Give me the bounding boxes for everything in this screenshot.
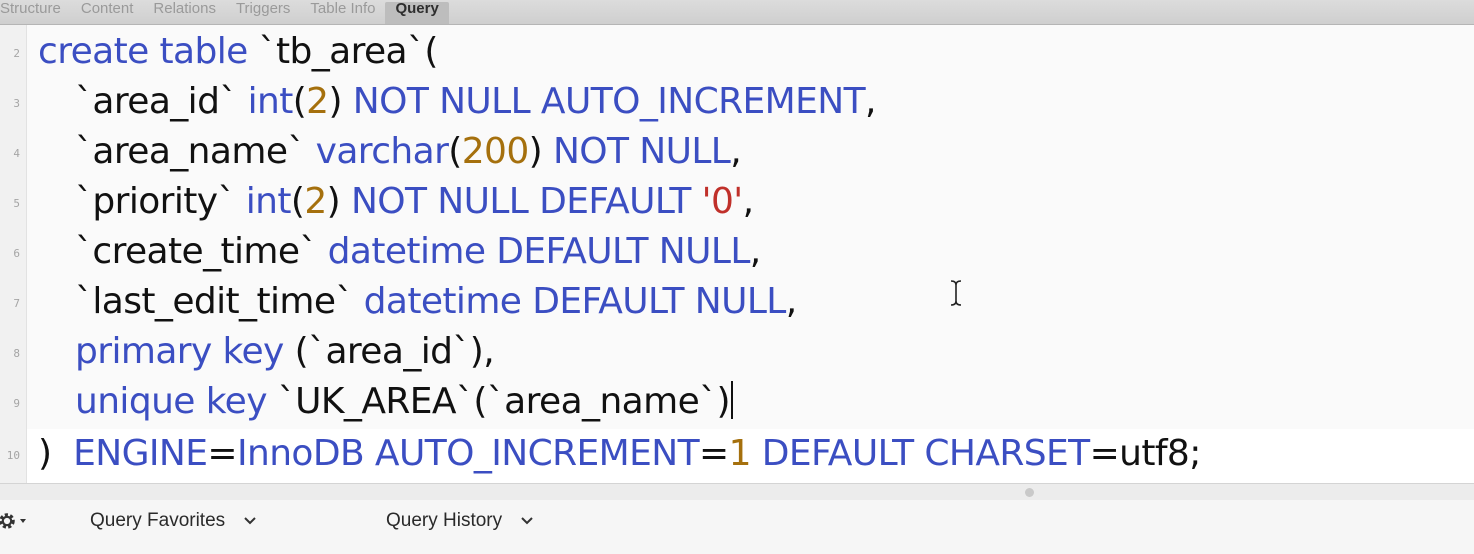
text-cursor-icon bbox=[950, 280, 962, 306]
code-token: DEFAULT CHARSET bbox=[761, 433, 1090, 474]
code-text[interactable]: `last_edit_time` datetime DEFAULT NULL, bbox=[75, 281, 797, 323]
code-token: varchar bbox=[315, 131, 449, 172]
code-text[interactable]: primary key (`area_id`), bbox=[75, 331, 495, 373]
code-token: ENGINE bbox=[73, 433, 208, 474]
code-text[interactable]: `area_id` int(2) NOT NULL AUTO_INCREMENT… bbox=[75, 81, 876, 123]
code-text[interactable]: unique key `UK_AREA`(`area_name`) bbox=[75, 381, 733, 423]
code-line: 10) ENGINE=InnoDB AUTO_INCREMENT=1 DEFAU… bbox=[0, 429, 1474, 479]
code-token: ( bbox=[292, 81, 307, 122]
caret-down-icon bbox=[20, 519, 26, 523]
code-text[interactable]: `create_time` datetime DEFAULT NULL, bbox=[75, 231, 761, 273]
code-text[interactable]: `area_name` varchar(200) NOT NULL, bbox=[75, 131, 742, 173]
pane-splitter[interactable] bbox=[0, 483, 1474, 501]
code-token: ) bbox=[528, 131, 553, 172]
code-token: 2 bbox=[306, 81, 329, 122]
gear-menu-button[interactable] bbox=[0, 509, 36, 533]
code-token: , bbox=[742, 181, 754, 222]
code-line: 2 create table `tb_area`( bbox=[0, 27, 1474, 77]
code-token: int bbox=[245, 181, 292, 222]
query-favorites-button[interactable]: Query Favorites bbox=[90, 508, 257, 534]
tab-relations[interactable]: Relations bbox=[153, 0, 216, 17]
line-number: 8 bbox=[13, 347, 20, 360]
code-line: 4 `area_name` varchar(200) NOT NULL, bbox=[0, 127, 1474, 177]
code-token: unique key bbox=[75, 381, 278, 422]
code-token: primary key bbox=[75, 331, 295, 372]
code-token: `last_edit_time` bbox=[75, 281, 364, 322]
code-token: datetime DEFAULT NULL bbox=[327, 231, 751, 272]
code-token: ) bbox=[328, 81, 353, 122]
code-token: 200 bbox=[461, 131, 530, 172]
tab-table-info[interactable]: Table Info bbox=[310, 0, 376, 17]
code-token: `area_name` bbox=[75, 131, 316, 172]
code-token: 2 bbox=[304, 181, 327, 222]
code-token: `create_time` bbox=[75, 231, 328, 272]
code-token: 1 bbox=[728, 433, 752, 474]
code-line: 5 `priority` int(2) NOT NULL DEFAULT '0', bbox=[0, 177, 1474, 227]
code-line: 9 unique key `UK_AREA`(`area_name`) bbox=[0, 377, 1474, 427]
query-history-label: Query History bbox=[386, 510, 503, 531]
tab-query[interactable]: Query bbox=[385, 1, 449, 24]
code-token: , bbox=[865, 81, 876, 122]
code-token: (`area_id`), bbox=[294, 331, 495, 372]
line-number: 6 bbox=[13, 247, 20, 260]
query-history-button[interactable]: Query History bbox=[386, 508, 534, 534]
code-text[interactable]: ) ENGINE=InnoDB AUTO_INCREMENT=1 DEFAULT… bbox=[38, 433, 1201, 475]
code-token: `UK_AREA`(`area_name`) bbox=[277, 381, 731, 422]
code-line: 6 `create_time` datetime DEFAULT NULL, bbox=[0, 227, 1474, 277]
code-token: ( bbox=[290, 181, 305, 222]
text-caret bbox=[731, 381, 733, 419]
code-token: create table bbox=[38, 31, 259, 72]
code-token: ( bbox=[448, 131, 462, 172]
code-token: '0' bbox=[701, 181, 744, 222]
code-token: `priority` bbox=[75, 181, 246, 222]
chevron-down-icon bbox=[521, 517, 533, 525]
code-line: 7 `last_edit_time` datetime DEFAULT NULL, bbox=[0, 277, 1474, 327]
code-token: `tb_area`( bbox=[258, 31, 439, 72]
line-number: 4 bbox=[13, 147, 20, 160]
code-token: = bbox=[699, 433, 729, 474]
current-line-highlight bbox=[0, 429, 1474, 483]
code-token: , bbox=[730, 131, 742, 172]
code-token: , bbox=[785, 281, 797, 322]
code-line: 3 `area_id` int(2) NOT NULL AUTO_INCREMEN… bbox=[0, 77, 1474, 127]
line-number: 10 bbox=[6, 449, 20, 462]
code-token: NOT NULL bbox=[552, 131, 731, 172]
line-number: 5 bbox=[13, 197, 20, 210]
code-line: 8 primary key (`area_id`), bbox=[0, 327, 1474, 377]
line-number-gutter bbox=[0, 25, 27, 483]
code-token: `area_id` bbox=[75, 81, 248, 122]
query-favorites-label: Query Favorites bbox=[90, 510, 226, 531]
line-number: 9 bbox=[13, 397, 20, 410]
tab-triggers[interactable]: Triggers bbox=[235, 0, 291, 17]
code-text[interactable]: create table `tb_area`( bbox=[38, 31, 438, 73]
code-token: datetime DEFAULT NULL bbox=[363, 281, 787, 322]
tab-content[interactable]: Content bbox=[80, 0, 134, 17]
code-text[interactable]: `priority` int(2) NOT NULL DEFAULT '0', bbox=[75, 181, 754, 223]
tab-bar: Structure Content Relations Triggers Tab… bbox=[0, 0, 1474, 25]
code-token: InnoDB AUTO_INCREMENT bbox=[236, 433, 700, 474]
line-number: 2 bbox=[13, 47, 20, 60]
code-token: , bbox=[749, 231, 761, 272]
chevron-down-icon bbox=[244, 517, 256, 525]
code-token: =utf8; bbox=[1089, 433, 1202, 474]
code-token: int bbox=[247, 81, 294, 122]
code-token bbox=[751, 433, 762, 474]
tab-structure[interactable]: Structure bbox=[0, 0, 61, 17]
line-number: 7 bbox=[13, 297, 20, 310]
code-token: NOT NULL AUTO_INCREMENT bbox=[352, 81, 866, 122]
gear-icon bbox=[0, 513, 15, 529]
code-token: NOT NULL DEFAULT bbox=[350, 181, 702, 222]
code-token: ) bbox=[38, 433, 74, 474]
splitter-grip-icon[interactable] bbox=[1025, 488, 1034, 497]
code-token: = bbox=[207, 433, 237, 474]
code-token: ) bbox=[326, 181, 351, 222]
query-toolbar: Query Favorites Query History bbox=[0, 500, 1474, 554]
line-number: 3 bbox=[13, 97, 20, 110]
